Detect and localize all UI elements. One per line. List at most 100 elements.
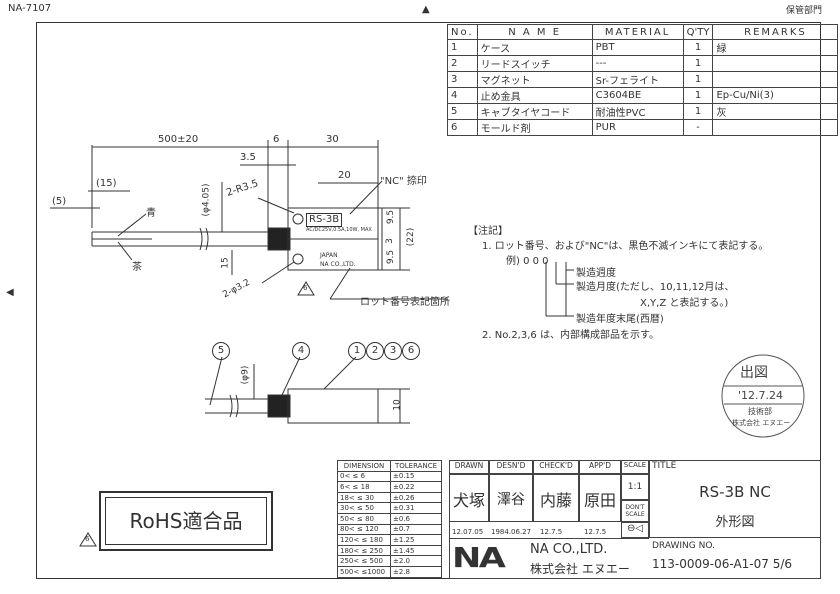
cell: 6 bbox=[447, 119, 478, 136]
stamp-top: 出図 bbox=[740, 365, 768, 381]
table-row: 80< ≤ 120±0.7 bbox=[337, 523, 442, 536]
center-mark-top: ▲ bbox=[422, 4, 430, 15]
dim-9-5a-label: 9.5 bbox=[386, 209, 397, 225]
cell bbox=[712, 119, 839, 136]
cell: 80< ≤ 120 bbox=[337, 523, 391, 536]
dim-3-label: 3 bbox=[384, 238, 395, 244]
table-row: 50< ≤ 80±0.6 bbox=[337, 512, 442, 525]
case-print-rating: AC/DC25V,0.5A,10W, MAX bbox=[306, 227, 372, 233]
notes-heading: 【注記】 bbox=[468, 226, 508, 237]
mount-hole-bottom bbox=[292, 253, 304, 265]
cell: 50< ≤ 80 bbox=[337, 512, 391, 525]
dim-3-5-label: 3.5 bbox=[240, 152, 256, 163]
dim-9-5b-label: 9.5 bbox=[386, 249, 397, 265]
balloon-4: 4 bbox=[292, 342, 310, 360]
desnd-signature: 澤谷 bbox=[489, 474, 533, 522]
title-header: TITLE bbox=[652, 461, 677, 471]
company-name-jp: 株式会社 エヌエー bbox=[530, 562, 630, 576]
stamp-date: '12.7.24 bbox=[738, 389, 784, 402]
stamp-circle bbox=[721, 354, 805, 438]
note-1: 1. ロット番号、および"NC"は、黒色不滅インキにて表記する。 bbox=[482, 241, 769, 252]
case-print-model: RS-3B bbox=[306, 213, 343, 227]
cell: 0< ≤ 6 bbox=[337, 470, 391, 483]
scale-value: 1:1 bbox=[621, 474, 649, 500]
appd-signature: 原田 bbox=[579, 474, 621, 522]
cell: ±0.31 bbox=[390, 502, 442, 514]
leader-lot bbox=[329, 267, 351, 300]
case-print-company: NA CO.,LTD. bbox=[320, 261, 356, 268]
rohs-rev-triangle bbox=[79, 532, 97, 547]
table-row: 500< ≤1000±2.8 bbox=[337, 565, 442, 578]
wire-blue-label: 青 bbox=[146, 208, 156, 219]
cell: ±0.22 bbox=[390, 481, 442, 493]
leader-1236 bbox=[323, 356, 357, 390]
mount-hole-top bbox=[292, 213, 304, 225]
cell: ±0.15 bbox=[390, 470, 442, 483]
rohs-label: RoHS適合品 bbox=[105, 497, 267, 545]
drawn-date: 12.07.05 bbox=[452, 528, 484, 536]
case-side-outline bbox=[287, 388, 379, 424]
stamp-dept: 技術部 bbox=[748, 407, 772, 416]
lot-location-label: ロット番号表記箇所 bbox=[360, 297, 450, 308]
wire-brown-label: 茶 bbox=[132, 262, 142, 273]
dim-30-label: 30 bbox=[326, 134, 339, 145]
collar-side-view bbox=[267, 394, 291, 418]
leader-4 bbox=[281, 356, 301, 396]
table-row: 250< ≤ 500±2.0 bbox=[337, 555, 442, 567]
drawn-signature: 犬塚 bbox=[449, 474, 489, 522]
dim-22-label: (22) bbox=[406, 227, 417, 247]
cell: ±1.45 bbox=[390, 544, 442, 557]
dim-500-label: 500±20 bbox=[158, 134, 199, 145]
drawn-header: DRAWN bbox=[449, 460, 489, 474]
cell: 18< ≤ 30 bbox=[337, 491, 391, 504]
rev-triangle bbox=[297, 281, 315, 296]
balloon-5: 5 bbox=[212, 342, 230, 360]
cell: ±0.7 bbox=[390, 523, 442, 536]
dim-20-label: 20 bbox=[338, 170, 351, 181]
cable-break-1 bbox=[199, 227, 203, 251]
cell: 500< ≤1000 bbox=[337, 565, 391, 578]
table-row: 180< ≤ 250±1.45 bbox=[337, 544, 442, 557]
cell: 30< ≤ 50 bbox=[337, 502, 391, 514]
signature-divider bbox=[449, 538, 649, 539]
desnd-date: 1984.06.27 bbox=[491, 528, 532, 536]
balloon-2: 2 bbox=[366, 342, 384, 360]
storage-dept: 保管部門 bbox=[786, 6, 823, 16]
dim-phi405-label: (φ4.05) bbox=[201, 183, 212, 217]
cable-break-2 bbox=[205, 227, 209, 251]
cell: PUR bbox=[591, 119, 684, 136]
table-row: 0< ≤ 6±0.15 bbox=[337, 470, 442, 483]
rev-mark-label: 6 bbox=[303, 284, 308, 292]
cell: ±0.6 bbox=[390, 512, 442, 525]
collar-top-view bbox=[267, 227, 291, 251]
note-year: 製造年度末尾(西暦) bbox=[576, 314, 664, 325]
dim-5-label: (5) bbox=[52, 196, 67, 207]
stamp-company: 株式会社 エヌエー bbox=[732, 419, 791, 427]
leader-r35 bbox=[257, 197, 295, 214]
leader-brown bbox=[117, 241, 133, 261]
dont-scale: DON'T SCALE bbox=[621, 500, 649, 522]
cell: 180< ≤ 250 bbox=[337, 544, 391, 557]
drawing-subtitle: 外形図 bbox=[715, 515, 755, 530]
col-tolerance: TOLERANCE bbox=[390, 460, 442, 472]
balloon-3: 3 bbox=[384, 342, 402, 360]
doc-code: NA-7107 bbox=[8, 3, 52, 14]
scale-header: SCALE bbox=[621, 460, 649, 474]
table-row: 6< ≤ 18±0.22 bbox=[337, 481, 442, 493]
table-row: 18< ≤ 30±0.26 bbox=[337, 491, 442, 504]
table-row: 30< ≤ 50±0.31 bbox=[337, 502, 442, 514]
cell: ±2.8 bbox=[390, 565, 442, 578]
side-break-1 bbox=[229, 394, 233, 418]
leader-phi32 bbox=[261, 261, 295, 284]
desnd-header: DESN'D bbox=[489, 460, 533, 474]
cell: 6< ≤ 18 bbox=[337, 481, 391, 493]
appd-header: APP'D bbox=[579, 460, 621, 474]
